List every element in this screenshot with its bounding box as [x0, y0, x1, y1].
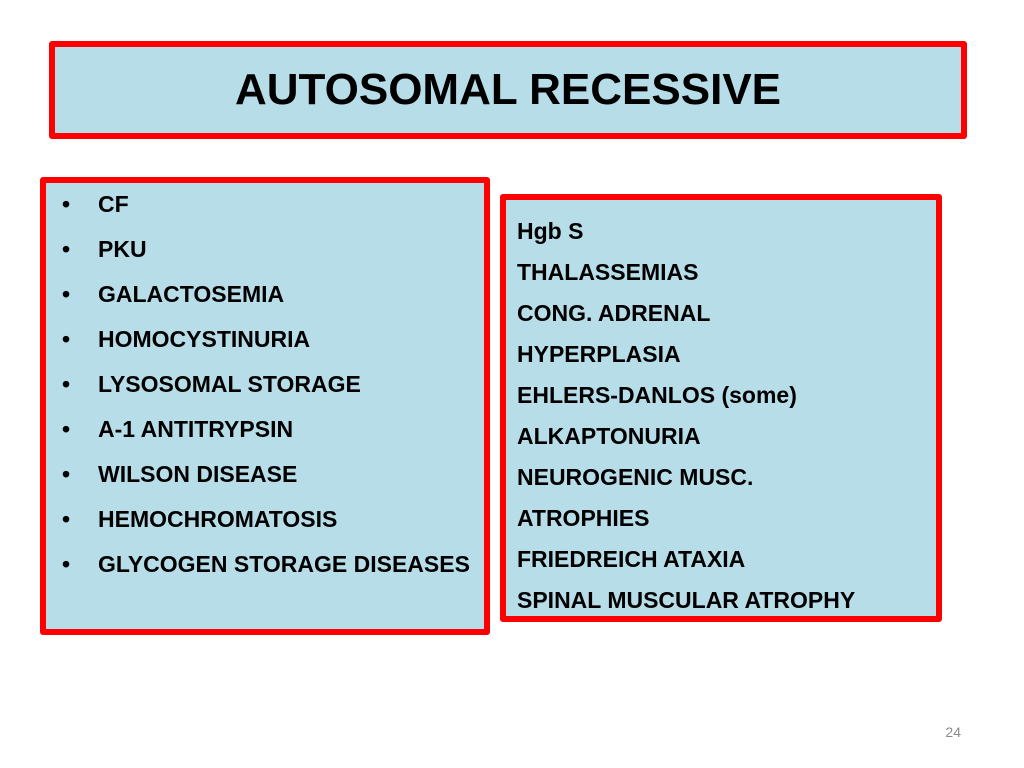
text-line: EHLERS-DANLOS (some) [517, 382, 797, 408]
list-item-label: HOMOCYSTINURIA [98, 326, 311, 352]
text-line: Hgb S [517, 218, 584, 244]
text-line: CONG. ADRENAL [517, 300, 711, 326]
list-item: • PKU [60, 234, 480, 264]
list-item-label: A-1 ANTITRYPSIN [98, 416, 294, 442]
text-line: NEUROGENIC MUSC. [517, 464, 754, 490]
list-item: • WILSON DISEASE [60, 459, 480, 489]
left-list-box: • CF • PKU • GALACTOSEMIA • HOMOCYSTINURIA •… [40, 177, 490, 635]
list-item: • GALACTOSEMIA [60, 279, 480, 309]
text-line: HYPERPLASIA [517, 341, 681, 367]
list-item-label: GALACTOSEMIA [98, 281, 285, 307]
list-item-label: GLYCOGEN STORAGE DISEASES [98, 551, 470, 577]
bullet-icon: • [62, 506, 71, 532]
left-bullet-list: • CF • PKU • GALACTOSEMIA • HOMOCYSTINURIA •… [60, 189, 480, 594]
bullet-icon: • [62, 551, 71, 577]
text-line: ATROPHIES [517, 505, 650, 531]
list-item-label: HEMOCHROMATOSIS [98, 506, 338, 532]
text-line: FRIEDREICH ATAXIA [517, 546, 746, 572]
list-item: • HEMOCHROMATOSIS [60, 504, 480, 534]
list-item-label: PKU [98, 236, 147, 262]
bullet-icon: • [62, 191, 71, 217]
bullet-icon: • [62, 236, 71, 262]
list-item: • LYSOSOMAL STORAGE [60, 369, 480, 399]
bullet-icon: • [62, 371, 71, 397]
text-line: SPINAL MUSCULAR ATROPHY [517, 587, 856, 613]
text-line: ALKAPTONURIA [517, 423, 701, 449]
list-item: • HOMOCYSTINURIA [60, 324, 480, 354]
page-number: 24 [945, 724, 961, 740]
bullet-icon: • [62, 326, 71, 352]
right-list-box: Hgb S THALASSEMIAS CONG. ADRENAL HYPERPL… [500, 194, 942, 622]
right-text-list: Hgb S THALASSEMIAS CONG. ADRENAL HYPERPL… [517, 211, 937, 621]
list-item: • CF [60, 189, 480, 219]
bullet-icon: • [62, 461, 71, 487]
list-item-label: LYSOSOMAL STORAGE [98, 371, 361, 397]
list-item-label: WILSON DISEASE [98, 461, 298, 487]
bullet-icon: • [62, 416, 71, 442]
list-item: • GLYCOGEN STORAGE DISEASES [60, 549, 480, 579]
list-item: • A-1 ANTITRYPSIN [60, 414, 480, 444]
title-box: AUTOSOMAL RECESSIVE [49, 41, 967, 139]
bullet-icon: • [62, 281, 71, 307]
text-line: THALASSEMIAS [517, 259, 699, 285]
slide-title: AUTOSOMAL RECESSIVE [234, 65, 782, 114]
list-item-label: CF [98, 191, 129, 217]
